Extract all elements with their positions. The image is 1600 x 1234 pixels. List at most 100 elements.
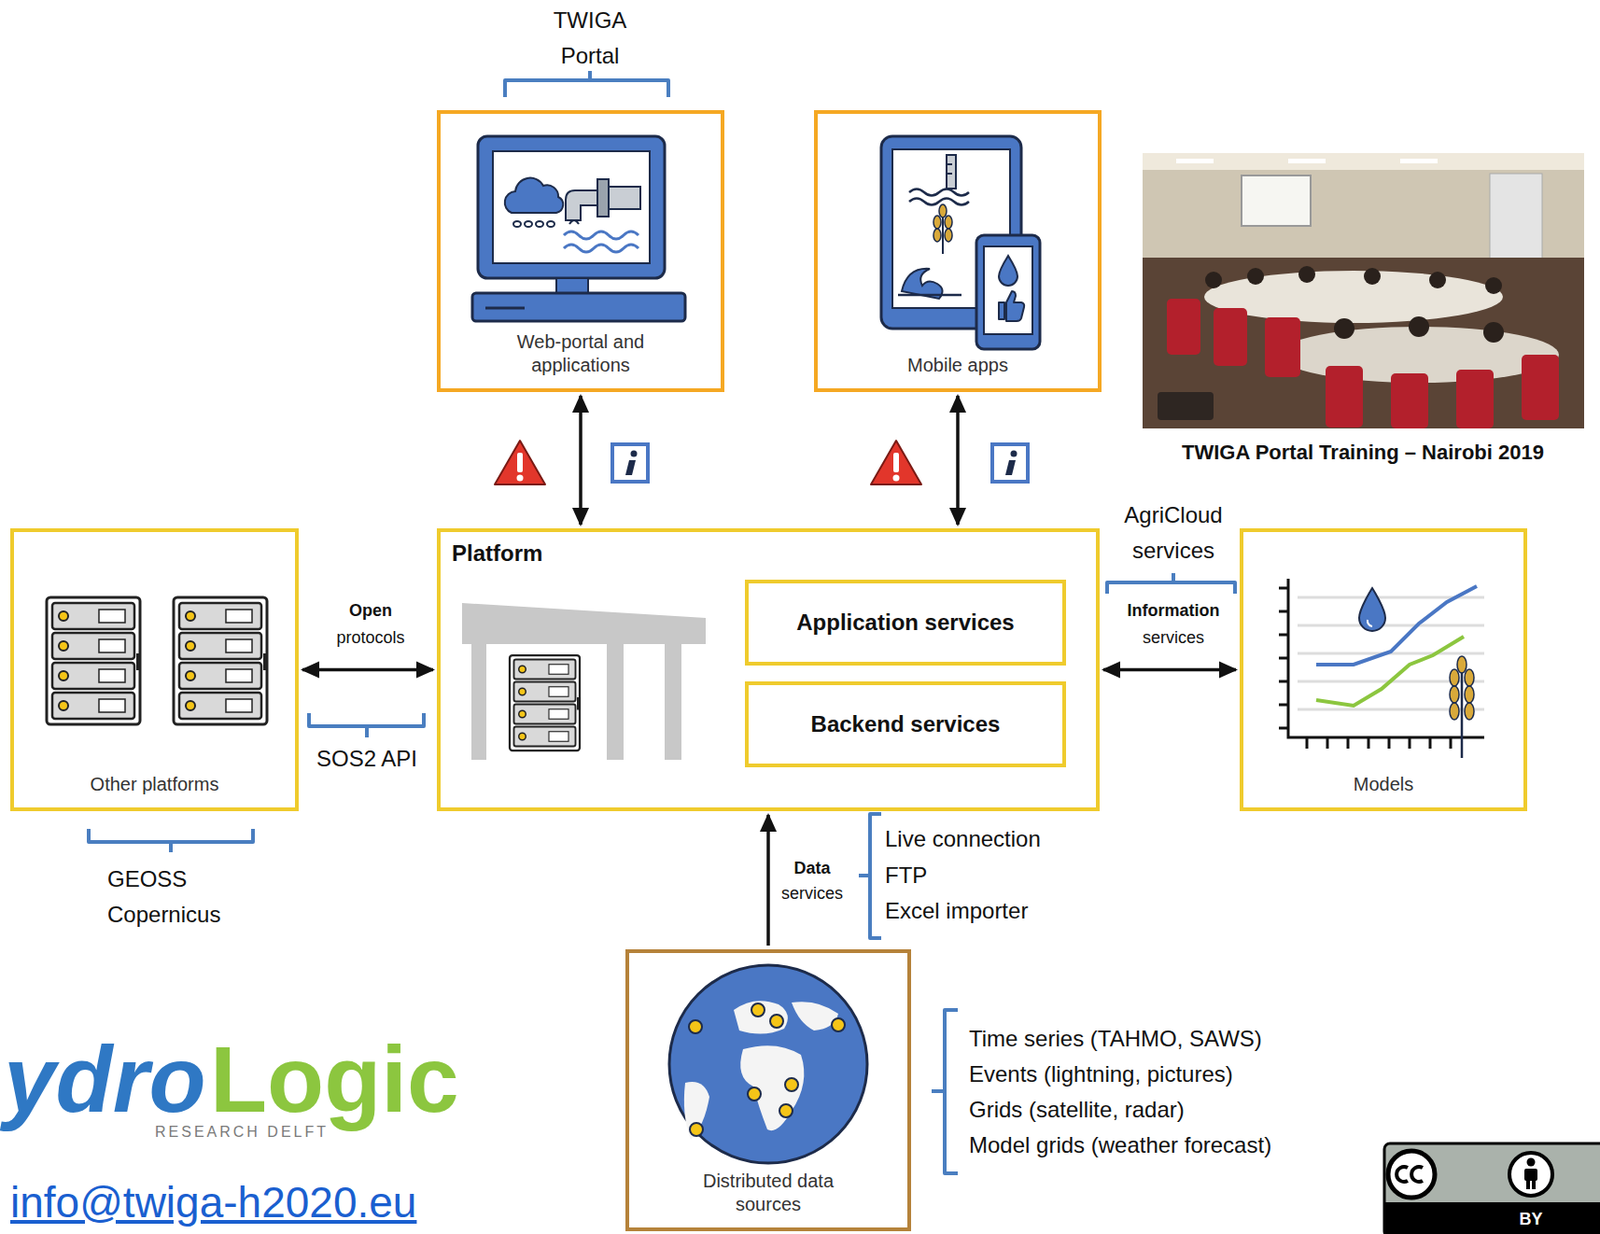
node-label: Platform [451,539,543,568]
data-center-building [462,603,706,645]
service-label: AgriCloud services [1103,497,1244,569]
training-photo [1483,322,1504,343]
training-photo [1241,175,1311,226]
chart-icon [1288,578,1485,738]
training-photo [1400,158,1438,164]
client-app-box: Web-portal and applications [436,110,725,393]
training-photo [1247,267,1264,285]
monitor-icon [597,179,609,217]
cc-by-badge [1384,1202,1600,1234]
tablet-phone-icon [944,228,953,242]
connector-arrow [955,395,960,525]
warning-icon [870,440,922,485]
monitor-icon [477,136,665,279]
info-icon [625,460,636,476]
brace-bracket [1107,573,1236,594]
training-photo [1142,153,1585,429]
info-icon [612,444,648,482]
node-label: Models [1353,772,1414,797]
warning-icon [494,440,546,485]
monitor-icon [569,220,579,225]
training-photo [1288,158,1326,164]
connector-arrow [1103,668,1236,673]
chart-icon [1316,636,1464,706]
globe-icon [779,1104,793,1118]
globe-icon [733,1000,788,1034]
training-photo [1157,392,1214,421]
connector-arrow [302,668,434,673]
brace-bracket [505,70,669,98]
training-photo [1390,373,1429,429]
info-icon [992,444,1028,482]
data-type: Time series (TAHMO, SAWS) [968,1024,1362,1053]
warning-icon [517,475,524,482]
tablet-phone-icon [946,154,956,189]
model-box: Models [1239,528,1528,812]
tablet-phone-icon [998,291,1025,322]
cc-by-badge [1384,1143,1600,1234]
server-rack-icon [173,597,267,725]
chart-icon [1449,669,1460,687]
chart-icon [1464,702,1474,720]
cc-by-badge [1527,1158,1536,1167]
info-icon [1010,450,1018,458]
node-label: Other platforms [90,772,220,797]
globe-icon [740,1045,804,1131]
warning-icon [893,475,900,482]
connector-label: Information services [1112,597,1235,652]
training-photo [1521,354,1559,421]
info-icon [992,444,1028,482]
cc-by-badge [1509,1152,1553,1196]
globe-icon [831,1018,845,1032]
transfer-method: FTP [884,861,1109,890]
warning-icon [517,452,523,473]
info-icon [1005,460,1016,476]
data-center-building [462,603,706,760]
server-rack-icon [46,597,267,725]
chart-icon [1306,737,1451,749]
connector-arrow [766,814,771,946]
chart-icon [1278,588,1289,729]
tablet-phone-icon [946,172,953,175]
monitor-icon [535,221,544,227]
platform-box: PlatformApplication servicesBackend serv… [436,528,1100,812]
cc-by-badge [1531,1179,1536,1190]
training-photo [1264,317,1301,378]
globe-icon [785,1078,799,1092]
node-label: Mobile apps [907,353,1009,378]
monitor-icon [485,307,525,310]
globe-icon [688,1020,702,1034]
globe-icon [684,1081,710,1140]
training-photo [1205,271,1222,289]
transfer-method: Live connection [884,825,1109,854]
data-center-building [664,644,682,760]
node-label: Backend services [811,710,1001,739]
training-photo [1429,271,1446,289]
training-photo [1142,153,1585,170]
globe-icon [669,965,868,1164]
transfer-method: Excel importer [884,897,1109,926]
cc-by-badge [1526,1179,1530,1190]
brace-bracket [308,713,424,738]
info-icon [631,450,638,458]
monitor-icon [563,231,639,253]
chart-icon [1297,624,1485,628]
licence-text: BY [1512,1207,1550,1231]
data-center-building [509,655,580,751]
warning-icon [893,452,899,473]
globe-icon [669,965,868,1164]
globe-icon [770,1014,784,1028]
data-center-building [471,644,487,760]
logo-text: ydro [3,1032,207,1126]
brace-bracket [858,814,882,939]
connector-group [302,395,1236,946]
server-rack-icon [46,597,141,725]
training-photo [1333,318,1355,339]
globe-icon [747,1087,761,1101]
warning-icon [494,440,546,485]
data-source-box: Distributed data sources [625,949,912,1232]
logo-text: Logic [210,1032,460,1126]
tablet-phone-icon [939,204,947,218]
training-photo [1408,316,1430,337]
